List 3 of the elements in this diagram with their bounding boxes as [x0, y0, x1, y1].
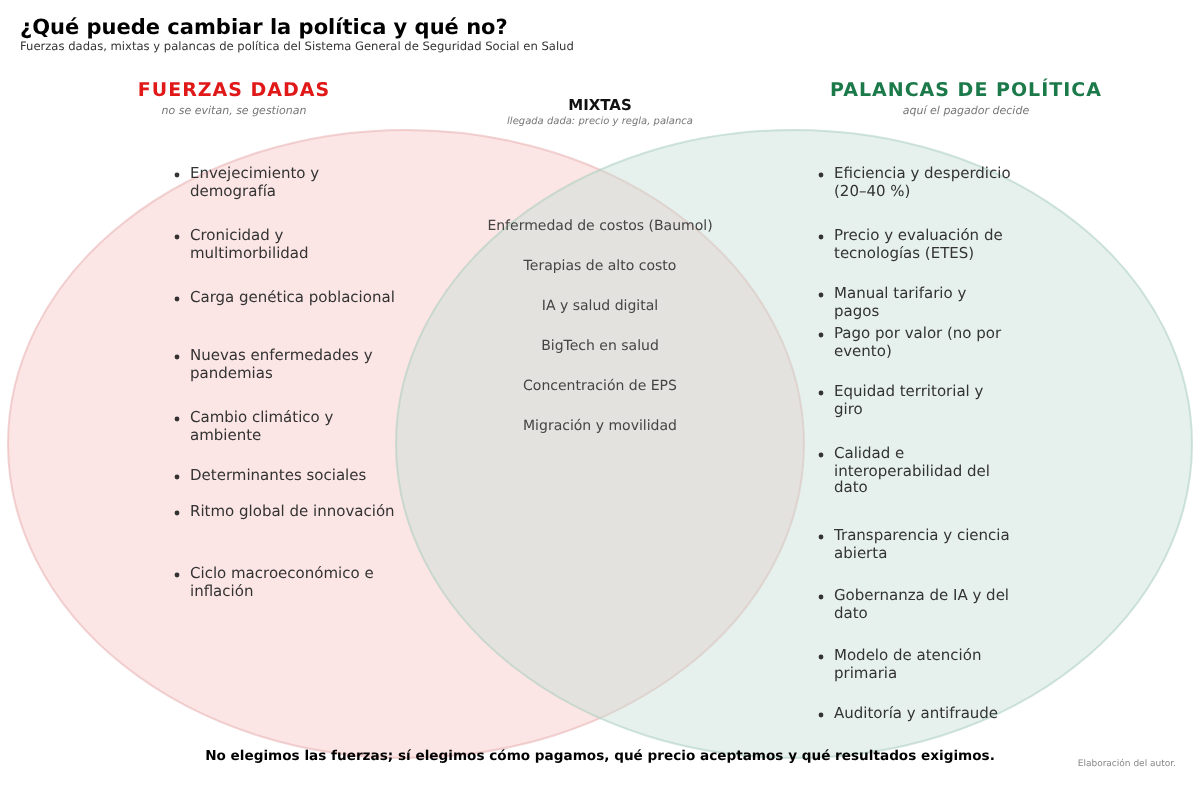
set-heading: PALANCAS DE POLÍTICA	[830, 80, 1102, 102]
set-heading: FUERZAS DADAS	[137, 80, 331, 102]
title: ¿Qué puede cambiar la política y qué no?	[20, 16, 508, 40]
